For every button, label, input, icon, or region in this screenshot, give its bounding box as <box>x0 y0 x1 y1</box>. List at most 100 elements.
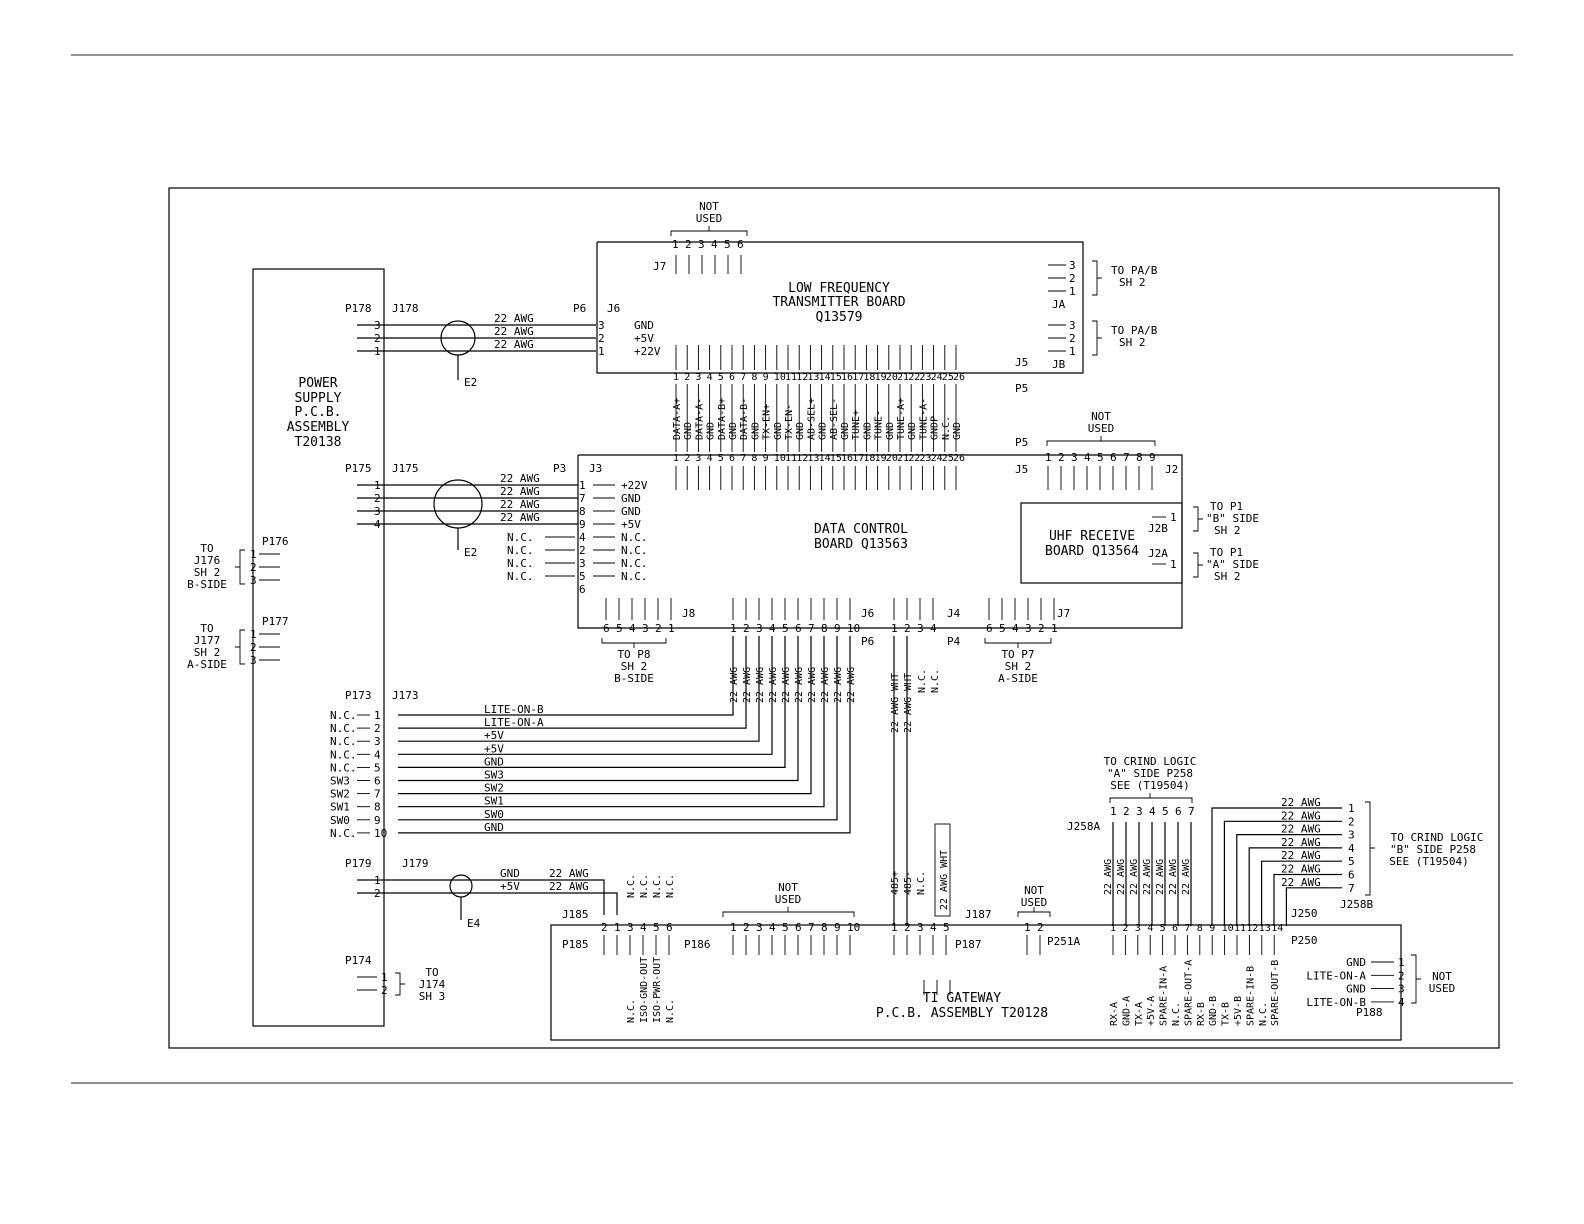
crind-b-wire <box>1273 873 1342 926</box>
jb-pin: 2 <box>1069 332 1076 345</box>
j3-signal: N.C. <box>621 544 648 557</box>
wire-gauge-label: 22 AWG <box>494 338 534 351</box>
p173-wire <box>398 636 760 742</box>
j2b-label: J2B <box>1148 522 1168 535</box>
j3-nc-left: N.C. <box>507 557 534 570</box>
wire-gauge-label: 22 AWG <box>1281 809 1321 822</box>
j8-dest: SH 2 <box>621 660 648 673</box>
crind-b-dest: SEE (T19504) <box>1389 855 1468 868</box>
p6-label: P6 <box>573 302 586 315</box>
wire-gauge-label: 22 AWG <box>794 667 805 703</box>
j258b-pin: 5 <box>1348 855 1355 868</box>
j6-signal: +5V <box>634 332 654 345</box>
p174-dest: SH 3 <box>419 990 446 1003</box>
jb-label: JB <box>1052 358 1066 371</box>
wire-gauge-label: 22 AWG <box>1155 859 1166 895</box>
j258a-pin: 4 <box>1149 805 1156 818</box>
j5-bottom-pin: 10 <box>774 453 786 464</box>
p173-left-label: N.C. <box>330 748 357 761</box>
j2b-pin: 1 <box>1170 511 1177 524</box>
j3-signal: +5V <box>621 518 641 531</box>
p188-pin: 2 <box>1398 969 1405 982</box>
p173-pin: 10 <box>374 827 387 840</box>
lf-signal-label: TX-EN+ <box>762 404 773 440</box>
p251a-connector: NOT USED P251A <box>1017 884 1080 948</box>
j5-top-pin: 4 <box>707 372 713 383</box>
j5-top-pin: 1 <box>673 372 679 383</box>
j5-bottom-pin: 25 <box>942 453 954 464</box>
j6-signal: +22V <box>634 345 661 358</box>
lf-signal-label: GND <box>907 422 918 440</box>
wire-gauge-label: 22 AWG <box>500 511 540 524</box>
p174-dest: J174 <box>419 978 446 991</box>
p173-wire <box>398 636 773 755</box>
crind-b-wire <box>1223 820 1342 926</box>
j2a-dest: TO P1 <box>1210 546 1243 559</box>
j5-bottom-pin: 15 <box>830 453 842 464</box>
p179-label: P179 <box>345 857 372 870</box>
j8-dest: B-SIDE <box>614 672 654 685</box>
p250-label: P250 <box>1291 934 1318 947</box>
j7-pin: 1 <box>672 238 679 251</box>
j7-dest: TO P7 <box>1001 648 1034 661</box>
j185-top-nc: N.C. <box>639 874 650 898</box>
p179-j179-connector: P179 J179 1 2 E4 GND +5V 22 AWG 22 AWG <box>345 857 618 930</box>
j5-bottom-pin: 17 <box>852 453 864 464</box>
j2-pin: 4 <box>1084 451 1091 464</box>
p251a-pin: 1 <box>1024 921 1031 934</box>
p250-signal: +5V-A <box>1146 996 1157 1026</box>
j3-signal: N.C. <box>621 557 648 570</box>
j2b-dest: SH 2 <box>1214 524 1241 537</box>
not-used-brace <box>1046 436 1156 446</box>
wire-gauge-label: 22 AWG <box>494 325 534 338</box>
not-used-label: NOT <box>1024 884 1044 897</box>
p250-signal: TX-B <box>1221 1002 1232 1026</box>
p173-pin: 5 <box>374 761 381 774</box>
e4-shield-ring <box>449 874 473 898</box>
lf-signal-label: TUNE+ <box>851 410 862 440</box>
j6-dc-pin: 6 <box>795 622 802 635</box>
wire-gauge-label: 22 AWG <box>781 667 792 703</box>
p250-pin: 8 <box>1197 923 1203 934</box>
p187-pin: 3 <box>917 921 924 934</box>
j3-signal: +22V <box>621 479 648 492</box>
j8-pin: 3 <box>642 622 649 635</box>
p176-connector: P176 1 2 3 TO J176 SH 2 B-SIDE <box>187 535 288 591</box>
awg-wht-tag <box>934 823 951 917</box>
j258b-pin: 3 <box>1348 829 1355 842</box>
lf-title-line: LOW FREQUENCY <box>788 281 890 296</box>
j5-bottom-pin: 20 <box>886 453 898 464</box>
power-title-line: P.C.B. <box>295 405 342 420</box>
j5-top-pin: 8 <box>751 372 757 383</box>
j258a-pin: 6 <box>1175 805 1182 818</box>
lf-signal-label: TX-EN- <box>784 404 795 440</box>
p186-pin: 10 <box>847 921 860 934</box>
p185-label: P185 <box>562 938 589 951</box>
wire-gauge-label: 22 AWG <box>1116 859 1127 895</box>
j7-pin: 2 <box>685 238 692 251</box>
j258b-pin: 7 <box>1348 882 1355 895</box>
rs485-wires <box>893 636 908 926</box>
p173-left-label: N.C. <box>330 709 357 722</box>
p177-label: P177 <box>262 615 289 628</box>
j2a-label: J2A <box>1148 547 1168 560</box>
jb-leads <box>1048 324 1066 352</box>
wire-gauge-label: 22 AWG <box>807 667 818 703</box>
p250-signal: GND-B <box>1208 996 1219 1026</box>
p250-pin: 6 <box>1172 923 1178 934</box>
j3-nc-left: N.C. <box>507 531 534 544</box>
p173-wire <box>398 636 799 782</box>
j7-dest: SH 2 <box>1005 660 1032 673</box>
j179-label: J179 <box>402 857 429 870</box>
j5-bottom-pin: 1 <box>673 453 679 464</box>
j2a-brace <box>1193 552 1203 578</box>
p176-dest: B-SIDE <box>187 578 227 591</box>
crind-b-dest: "B" SIDE P258 <box>1390 843 1476 856</box>
p173-signal: LITE-ON-B <box>484 703 544 716</box>
p177-leads <box>259 633 280 661</box>
j2a-pin: 1 <box>1170 558 1177 571</box>
p173-pin: 1 <box>374 709 381 722</box>
p250-signal: SPARE-OUT-A <box>1183 960 1194 1026</box>
lf-signal-label: GND <box>885 422 896 440</box>
